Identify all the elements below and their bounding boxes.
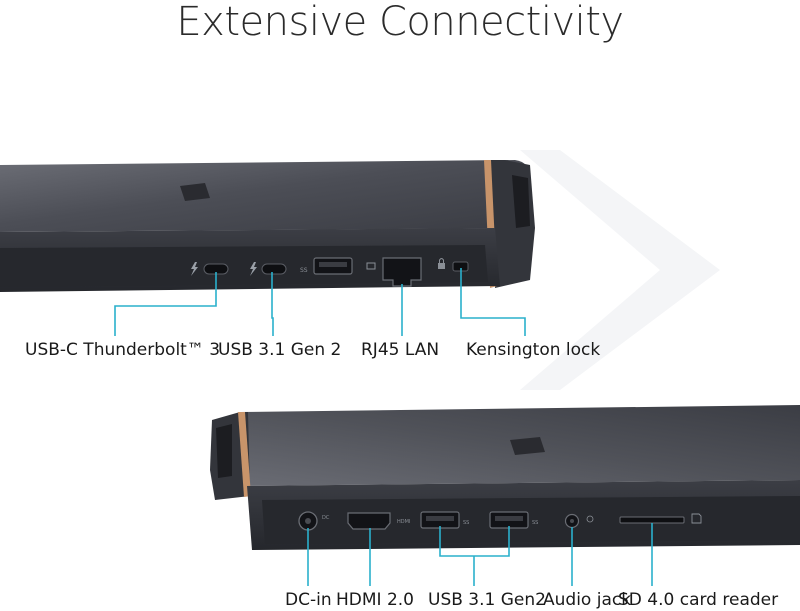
top-callout-lines: [114, 268, 526, 336]
usb-icon: SS: [532, 520, 538, 526]
label-usb-31-gen2: USB 3.1 Gen 2: [218, 340, 342, 360]
top-laptop: [0, 160, 535, 292]
label-rj45-lan: RJ45 LAN: [361, 340, 440, 360]
lock-icon: [438, 258, 445, 269]
label-kensington-lock: Kensington lock: [466, 340, 601, 360]
label-usb-31-gen2-bottom: USB 3.1 Gen2: [428, 590, 546, 610]
label-audio-jack: Audio jack: [543, 590, 632, 610]
usb-icon: SS: [463, 520, 469, 526]
dc-in-icon: DC: [322, 515, 330, 521]
bottom-callout-lines: [307, 523, 653, 586]
page-title: Extensive Connectivity: [176, 0, 624, 45]
thunderbolt-icon: [250, 262, 257, 276]
thunderbolt-icon: [191, 262, 198, 276]
brand-logo: [510, 437, 545, 455]
label-dc-in: DC-in: [285, 590, 332, 610]
hdmi-icon: HDMI: [397, 519, 410, 525]
network-icon: [366, 262, 376, 270]
audio-icon: [586, 515, 594, 523]
usb-c-port-2: [261, 263, 287, 275]
rj45-port: [382, 257, 422, 287]
sd-card-icon: [691, 513, 702, 524]
background-chevron: [520, 150, 720, 390]
label-sd-card-reader: SD 4.0 card reader: [618, 590, 779, 610]
hdmi-port: [347, 512, 391, 530]
usb-icon: SS: [300, 267, 308, 274]
label-usb-c-thunderbolt: USB-C Thunderbolt™ 3: [25, 340, 221, 360]
sd-card-slot: [619, 516, 685, 524]
brand-logo: [180, 183, 210, 201]
label-hdmi: HDMI 2.0: [336, 590, 414, 610]
